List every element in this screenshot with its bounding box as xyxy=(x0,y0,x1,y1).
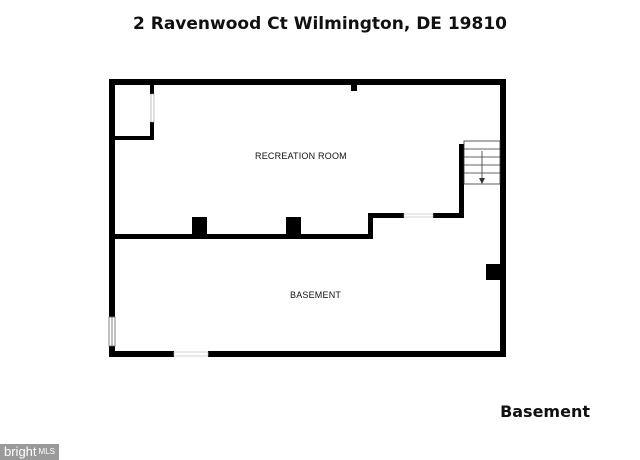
divider-right xyxy=(433,213,463,218)
basement-room-label: BASEMENT xyxy=(290,290,342,300)
divider-main xyxy=(115,234,372,239)
top-wall xyxy=(109,79,506,85)
column-left xyxy=(192,217,207,236)
address-title: 2 Ravenwood Ct Wilmington, DE 19810 xyxy=(133,14,507,34)
closet-door-opening xyxy=(150,93,155,123)
dividing-wall xyxy=(115,144,464,239)
bottom-wall-left xyxy=(109,351,174,357)
closet-right-stub xyxy=(150,85,154,94)
watermark-suffix: MLS xyxy=(38,447,55,456)
right-wall xyxy=(500,79,506,357)
closet-bottom-wall xyxy=(115,136,153,140)
watermark-brand: bright xyxy=(4,444,37,459)
left-wall-upper xyxy=(109,79,115,317)
top-wall-post xyxy=(351,85,357,91)
floor-level-label: Basement xyxy=(500,402,590,421)
bright-mls-watermark: bright MLS xyxy=(0,444,59,460)
bottom-door-opening xyxy=(173,351,209,357)
divider-door-opening xyxy=(403,213,434,218)
outer-walls xyxy=(109,79,506,357)
window-icon xyxy=(108,316,116,347)
bottom-wall-right xyxy=(208,351,506,357)
down-arrow-icon xyxy=(479,178,485,184)
stairs-icon xyxy=(463,140,501,185)
closet xyxy=(115,85,154,140)
divider-upper xyxy=(368,213,404,218)
closet-right-wall xyxy=(150,122,154,140)
right-wall-block xyxy=(486,264,502,280)
recreation-room-label: RECREATION ROOM xyxy=(255,151,347,161)
divider-step xyxy=(368,213,373,239)
column-right xyxy=(286,217,301,236)
stair-wall xyxy=(459,144,464,218)
